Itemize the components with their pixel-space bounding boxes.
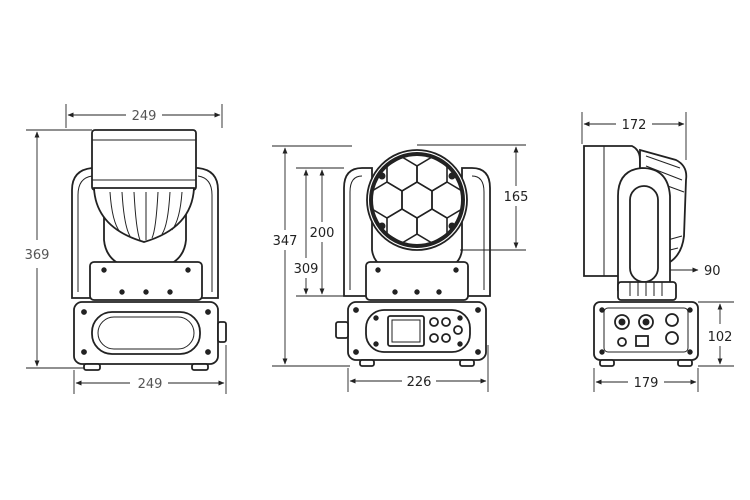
front-view (71, 129, 227, 371)
dmx-out-connector (665, 331, 679, 345)
rear-connector (335, 321, 349, 339)
rear-lens-housing (366, 149, 468, 251)
rear-lens-diameter-label: 165 (504, 190, 529, 205)
front-yoke-plate (89, 261, 203, 301)
front-width-bottom-label: 249 (138, 377, 163, 392)
rear-total-height-label: 347 (273, 234, 298, 249)
rear-button-1 (429, 317, 439, 327)
front-dimensions: 249 369 249 (25, 104, 227, 394)
side-view (583, 145, 699, 367)
front-base-window (91, 311, 201, 355)
front-width-top-label: 249 (132, 109, 157, 124)
power-switch (635, 335, 649, 347)
side-base (593, 301, 699, 361)
front-connector (217, 321, 227, 343)
rear-button-2 (441, 317, 451, 327)
rear-display-screen (387, 315, 425, 347)
hexagon-lens-cells (371, 156, 463, 244)
rear-button-4 (429, 333, 439, 343)
side-base-height-label: 102 (708, 330, 733, 345)
rear-body-height-label: 309 (294, 262, 319, 277)
rear-dimensions: 347 309 200 165 226 (272, 144, 529, 392)
side-arm-slot (629, 185, 659, 283)
side-arm-offset-label: 90 (704, 264, 721, 279)
rear-head-height-label: 200 (310, 226, 335, 241)
dmx-in-connector (665, 313, 679, 327)
side-dimensions: 172 90 102 179 (581, 112, 734, 392)
fuse-holder (617, 337, 627, 347)
rear-yoke-plate (365, 261, 469, 301)
rear-base-width-label: 226 (407, 375, 432, 390)
rear-view (335, 149, 491, 367)
rear-button-3 (453, 325, 463, 335)
side-depth-top-label: 172 (622, 118, 647, 133)
front-height-label: 369 (25, 248, 50, 263)
side-arm-foot (617, 281, 677, 301)
rear-button-5 (441, 333, 451, 343)
front-head-top (91, 129, 197, 191)
side-base-depth-label: 179 (634, 376, 659, 391)
